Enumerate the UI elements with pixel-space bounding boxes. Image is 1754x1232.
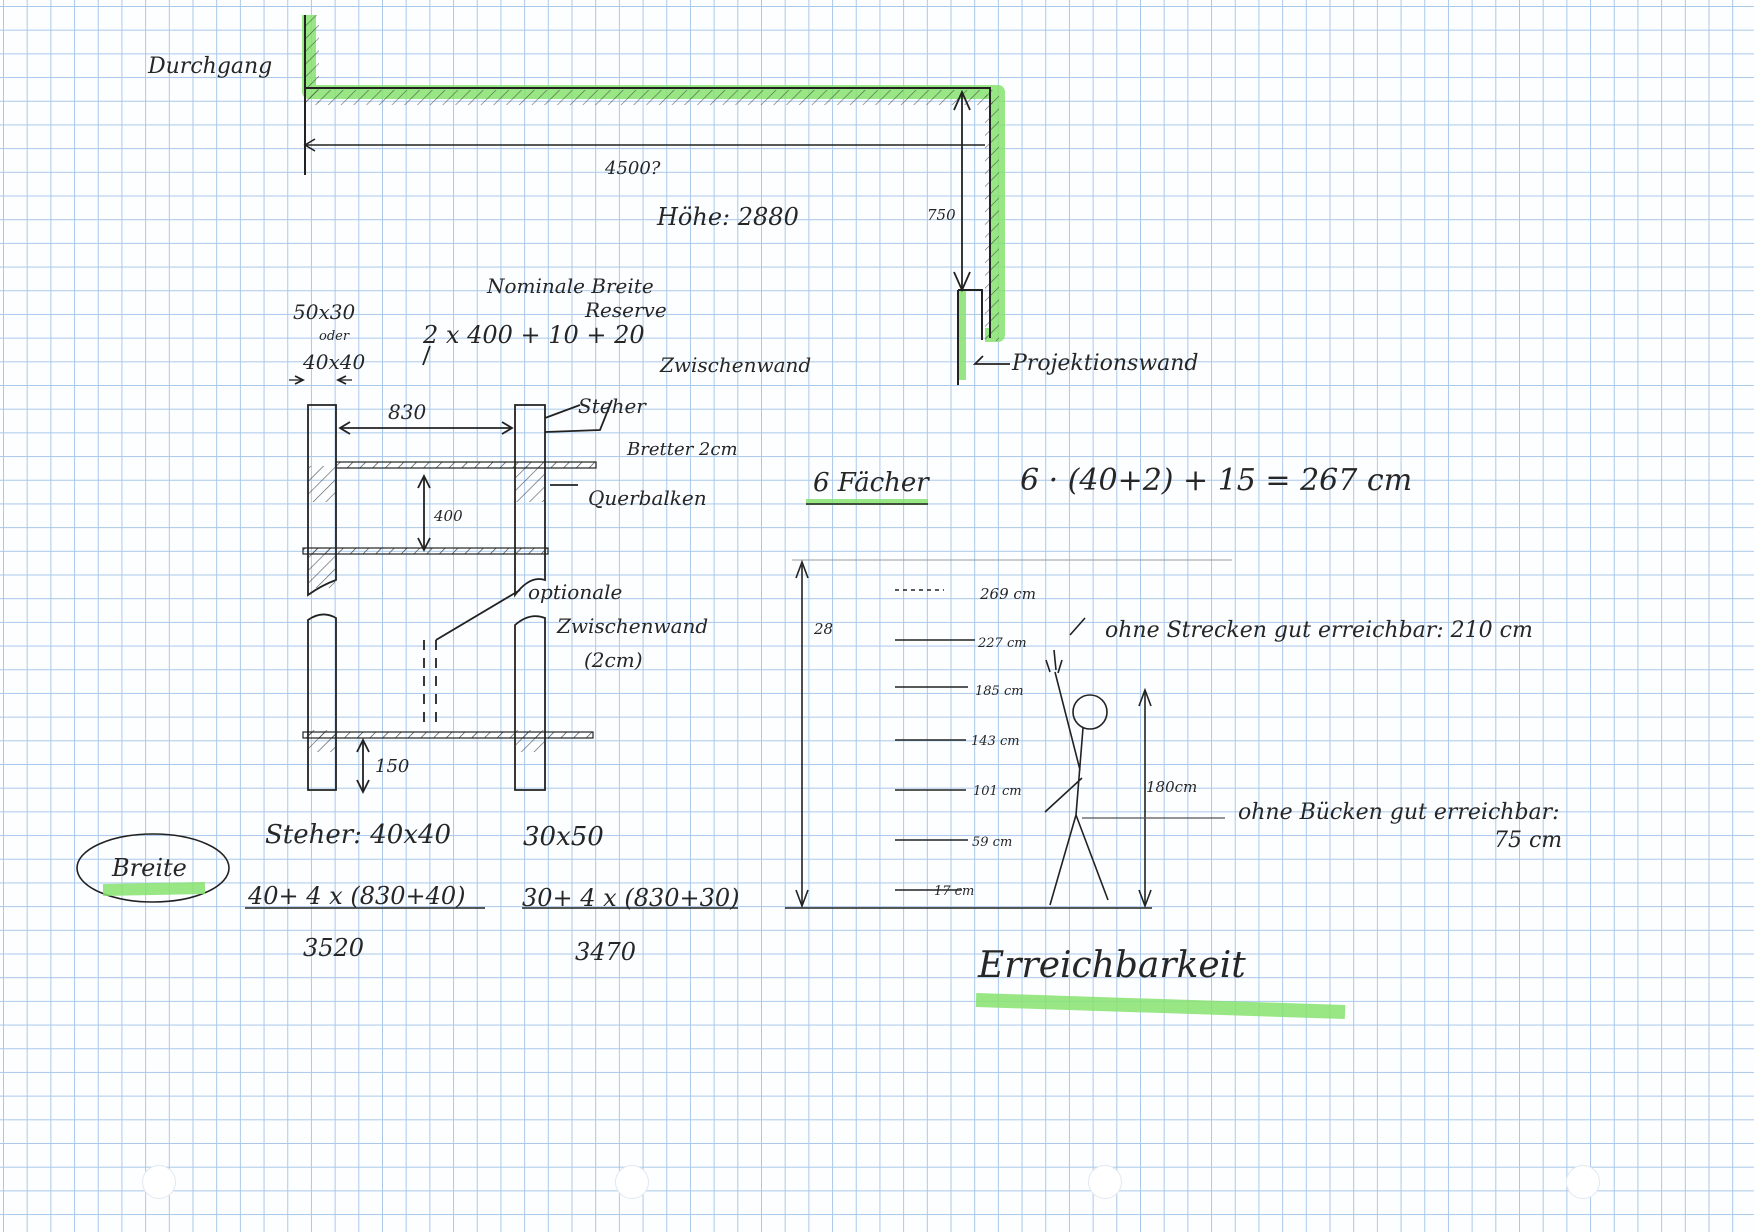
label-reach-bend-2: 75 cm <box>1494 828 1563 853</box>
room-plan <box>302 15 1010 385</box>
label-result-40: 3520 <box>303 934 365 962</box>
label-zwischenwand: Zwischenwand <box>660 353 812 377</box>
label-durchgang: Durchgang <box>148 54 273 79</box>
shelf-level-label: 143 cm <box>971 734 1020 749</box>
label-height-28: 28 <box>814 620 834 638</box>
punch-hole <box>142 1165 176 1199</box>
label-optional-2: Zwischenwand <box>557 614 709 638</box>
label-optional-1: optionale <box>528 580 623 604</box>
shelf-front-view <box>289 345 613 795</box>
punch-hole <box>615 1165 649 1199</box>
label-result-30: 3470 <box>575 938 637 966</box>
shelf-level-label: 101 cm <box>973 784 1022 799</box>
label-optional-3: (2cm) <box>584 648 643 672</box>
label-person-height: 180cm <box>1146 778 1198 796</box>
shelf-level-label: 59 cm <box>972 835 1013 850</box>
label-bretter: Bretter 2cm <box>627 439 738 460</box>
label-dim-150: 150 <box>375 756 410 777</box>
label-section-b: 40x40 <box>303 350 366 374</box>
label-reach-bend-1: ohne Bücken gut erreichbar: <box>1238 800 1560 825</box>
label-steher-40: Steher: 40x40 <box>265 820 452 850</box>
label-hoehe: Höhe: 2880 <box>657 203 799 231</box>
label-querbalken: Querbalken <box>588 486 707 510</box>
label-faecher-formula: 6 · (40+2) + 15 = 267 cm <box>1020 463 1413 498</box>
shelf-level-label: 269 cm <box>980 585 1037 603</box>
shelf-level-label: 185 cm <box>975 684 1024 699</box>
label-projection-wall: Projektionswand <box>1012 351 1199 376</box>
label-span-830: 830 <box>388 400 427 424</box>
label-breite: Breite <box>112 854 187 882</box>
label-reach-stretch: ohne Strecken gut erreichbar: 210 cm <box>1105 618 1533 643</box>
shelf-level-label: 17 cm <box>934 884 975 899</box>
reach-diagram <box>785 559 1346 1019</box>
label-faecher: 6 Fächer <box>813 468 929 498</box>
punch-hole <box>1088 1165 1122 1199</box>
label-dim-400: 400 <box>434 507 463 525</box>
label-width-top: 4500? <box>605 158 661 179</box>
label-section-a: 50x30 <box>293 300 356 324</box>
label-reserve: Reserve <box>585 298 667 322</box>
punch-hole <box>1566 1165 1600 1199</box>
label-calc-40: 40+ 4 x (830+40) <box>248 882 466 910</box>
label-section-oder: oder <box>319 329 350 344</box>
calc-lines <box>76 499 928 909</box>
label-steher: Steher <box>578 394 646 418</box>
label-formula-top: 2 x 400 + 10 + 20 <box>423 321 645 349</box>
label-depth-750: 750 <box>927 206 956 224</box>
label-erreichbarkeit: Erreichbarkeit <box>978 945 1246 986</box>
shelf-level-label: 227 cm <box>978 636 1027 651</box>
label-calc-30: 30+ 4 x (830+30) <box>522 884 740 912</box>
label-steher-30: 30x50 <box>523 822 604 852</box>
label-nominal-width: Nominale Breite <box>487 274 654 298</box>
